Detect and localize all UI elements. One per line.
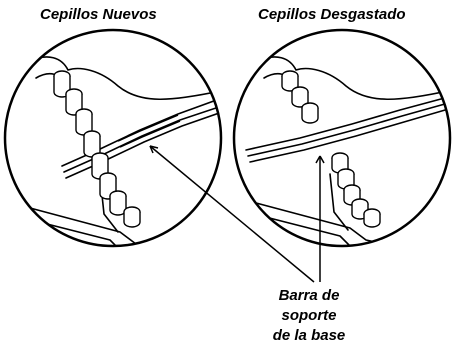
callout-line-3: de la base: [272, 327, 346, 344]
base-support-bar-callout: Barra de soporte de la base: [254, 286, 364, 346]
left-detail-view: [3, 28, 223, 248]
callout-leader-lines: [149, 145, 325, 283]
title-new-brushes: Cepillos Nuevos: [40, 6, 157, 23]
right-detail-view: [232, 28, 452, 248]
callout-line-2: soporte: [281, 307, 337, 324]
brush-bristles-new: [53, 70, 141, 228]
callout-line-1: Barra de: [278, 287, 340, 304]
brush-bristles-worn: [281, 70, 381, 228]
title-worn-brushes: Cepillos Desgastado: [258, 6, 406, 23]
